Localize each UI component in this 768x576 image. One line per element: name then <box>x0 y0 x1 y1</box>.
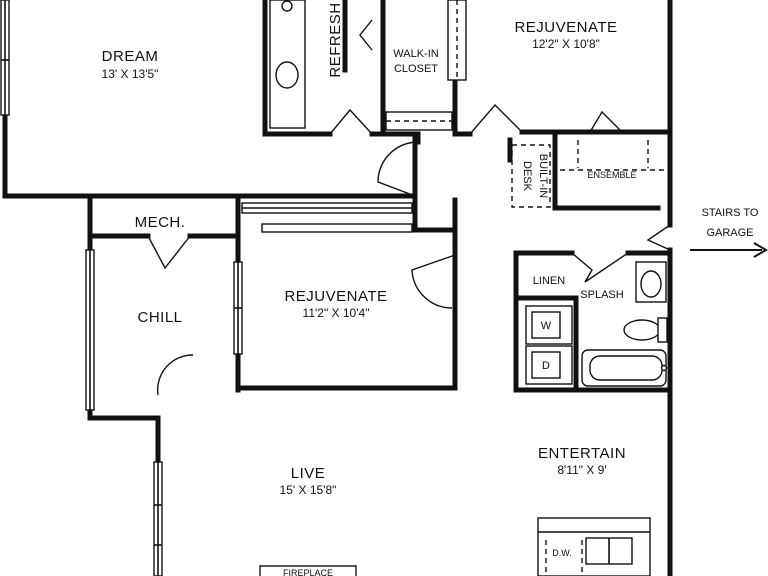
dishwasher-label: D.W. <box>552 548 572 558</box>
room-name-rejuvenate-mid: REJUVENATE <box>284 288 387 305</box>
walkin-closet-line1: WALK-IN <box>393 48 438 60</box>
room-dims-rejuvenate-top: 12'2" X 10'8" <box>532 37 600 51</box>
room-name-mech: MECH. <box>135 214 186 231</box>
builtin-desk-line1: BUILT-IN <box>537 154 549 198</box>
stairs-arrow-icon <box>690 242 768 258</box>
room-name-entertain: ENTERTAIN <box>538 445 626 462</box>
walkin-closet-line2: CLOSET <box>394 63 438 75</box>
labels: DREAM 13' X 13'5" REJUVENATE 12'2" X 10'… <box>102 2 759 576</box>
fireplace <box>259 565 357 576</box>
fixtures <box>259 0 668 576</box>
room-name-rejuvenate-top: REJUVENATE <box>514 19 617 36</box>
room-name-dream: DREAM <box>102 48 159 65</box>
room-name-refresh: REFRESH <box>327 2 344 77</box>
stairs-label-line2: GARAGE <box>706 227 753 239</box>
room-name-chill: CHILL <box>137 309 182 326</box>
room-dims-rejuvenate-mid: 11'2" X 10'4" <box>303 306 370 320</box>
fireplace-label: FIREPLACE <box>283 568 333 576</box>
sink-icon <box>640 270 662 298</box>
room-name-linen: LINEN <box>533 275 565 287</box>
stairs-label-line1: STAIRS TO <box>702 207 759 219</box>
builtin-desk-line2: DESK <box>521 161 533 192</box>
room-dims-dream: 13' X 13'5" <box>102 67 159 81</box>
room-name-live: LIVE <box>291 465 326 482</box>
room-dims-live: 15' X 15'8" <box>280 483 337 497</box>
room-dims-entertain: 8'11" X 9' <box>557 463 606 477</box>
dryer-label: D <box>542 360 550 372</box>
room-name-ensemble: ENSEMBLE <box>587 170 636 180</box>
windows <box>0 0 413 576</box>
room-name-splash: SPLASH <box>580 289 623 301</box>
sink-icon <box>275 61 299 89</box>
built-in-desk <box>511 144 551 208</box>
washer-label: W <box>541 320 552 332</box>
toilet-icon <box>623 319 661 341</box>
doors <box>147 19 671 396</box>
